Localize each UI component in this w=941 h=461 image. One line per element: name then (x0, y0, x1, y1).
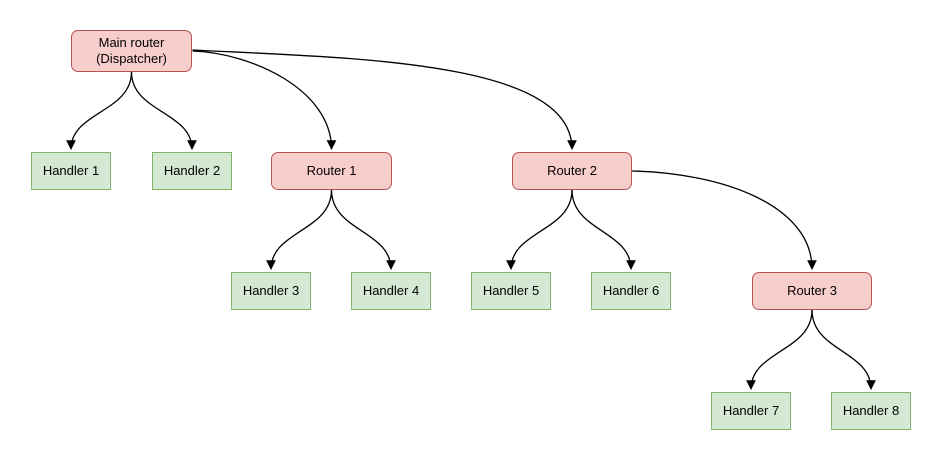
node-label: Handler 7 (722, 402, 780, 418)
edge-router-3-to-handler-8 (811, 309, 876, 390)
node-handler-8: Handler 8 (831, 392, 911, 430)
edge-router-3-to-handler-7 (746, 309, 813, 390)
edge-main-router-to-handler-2 (130, 71, 197, 150)
node-label: Handler 5 (482, 282, 540, 298)
edge-router-1-to-handler-4 (330, 189, 396, 270)
node-label: Handler 2 (163, 162, 221, 178)
node-handler-7: Handler 7 (711, 392, 791, 430)
node-label: Handler 8 (842, 402, 900, 418)
node-router-2: Router 2 (512, 152, 632, 190)
node-label: Router 3 (787, 282, 837, 298)
node-router-3: Router 3 (752, 272, 872, 310)
node-label: Router 2 (547, 162, 597, 178)
edge-main-router-to-handler-1 (66, 71, 133, 150)
node-handler-6: Handler 6 (591, 272, 671, 310)
node-handler-4: Handler 4 (351, 272, 431, 310)
node-handler-5: Handler 5 (471, 272, 551, 310)
node-handler-1: Handler 1 (31, 152, 111, 190)
node-router-1: Router 1 (271, 152, 392, 190)
node-label: Handler 4 (362, 282, 420, 298)
node-label: Router 1 (306, 162, 357, 178)
node-label: Handler 3 (242, 282, 300, 298)
node-label: Handler 1 (42, 162, 100, 178)
edge-main-router-to-router-2 (192, 49, 577, 150)
node-main-router: Main router (Dispatcher) (71, 30, 192, 72)
node-label: Main router (Dispatcher) (96, 34, 167, 66)
node-label: Handler 6 (602, 282, 660, 298)
edge-main-router-to-router-1 (192, 50, 337, 150)
edge-router-2-to-handler-6 (571, 189, 636, 270)
edge-router-2-to-handler-5 (506, 189, 573, 270)
edge-router-2-to-router-3 (631, 170, 817, 270)
node-handler-2: Handler 2 (152, 152, 232, 190)
node-handler-3: Handler 3 (231, 272, 311, 310)
edge-router-1-to-handler-3 (266, 189, 333, 270)
